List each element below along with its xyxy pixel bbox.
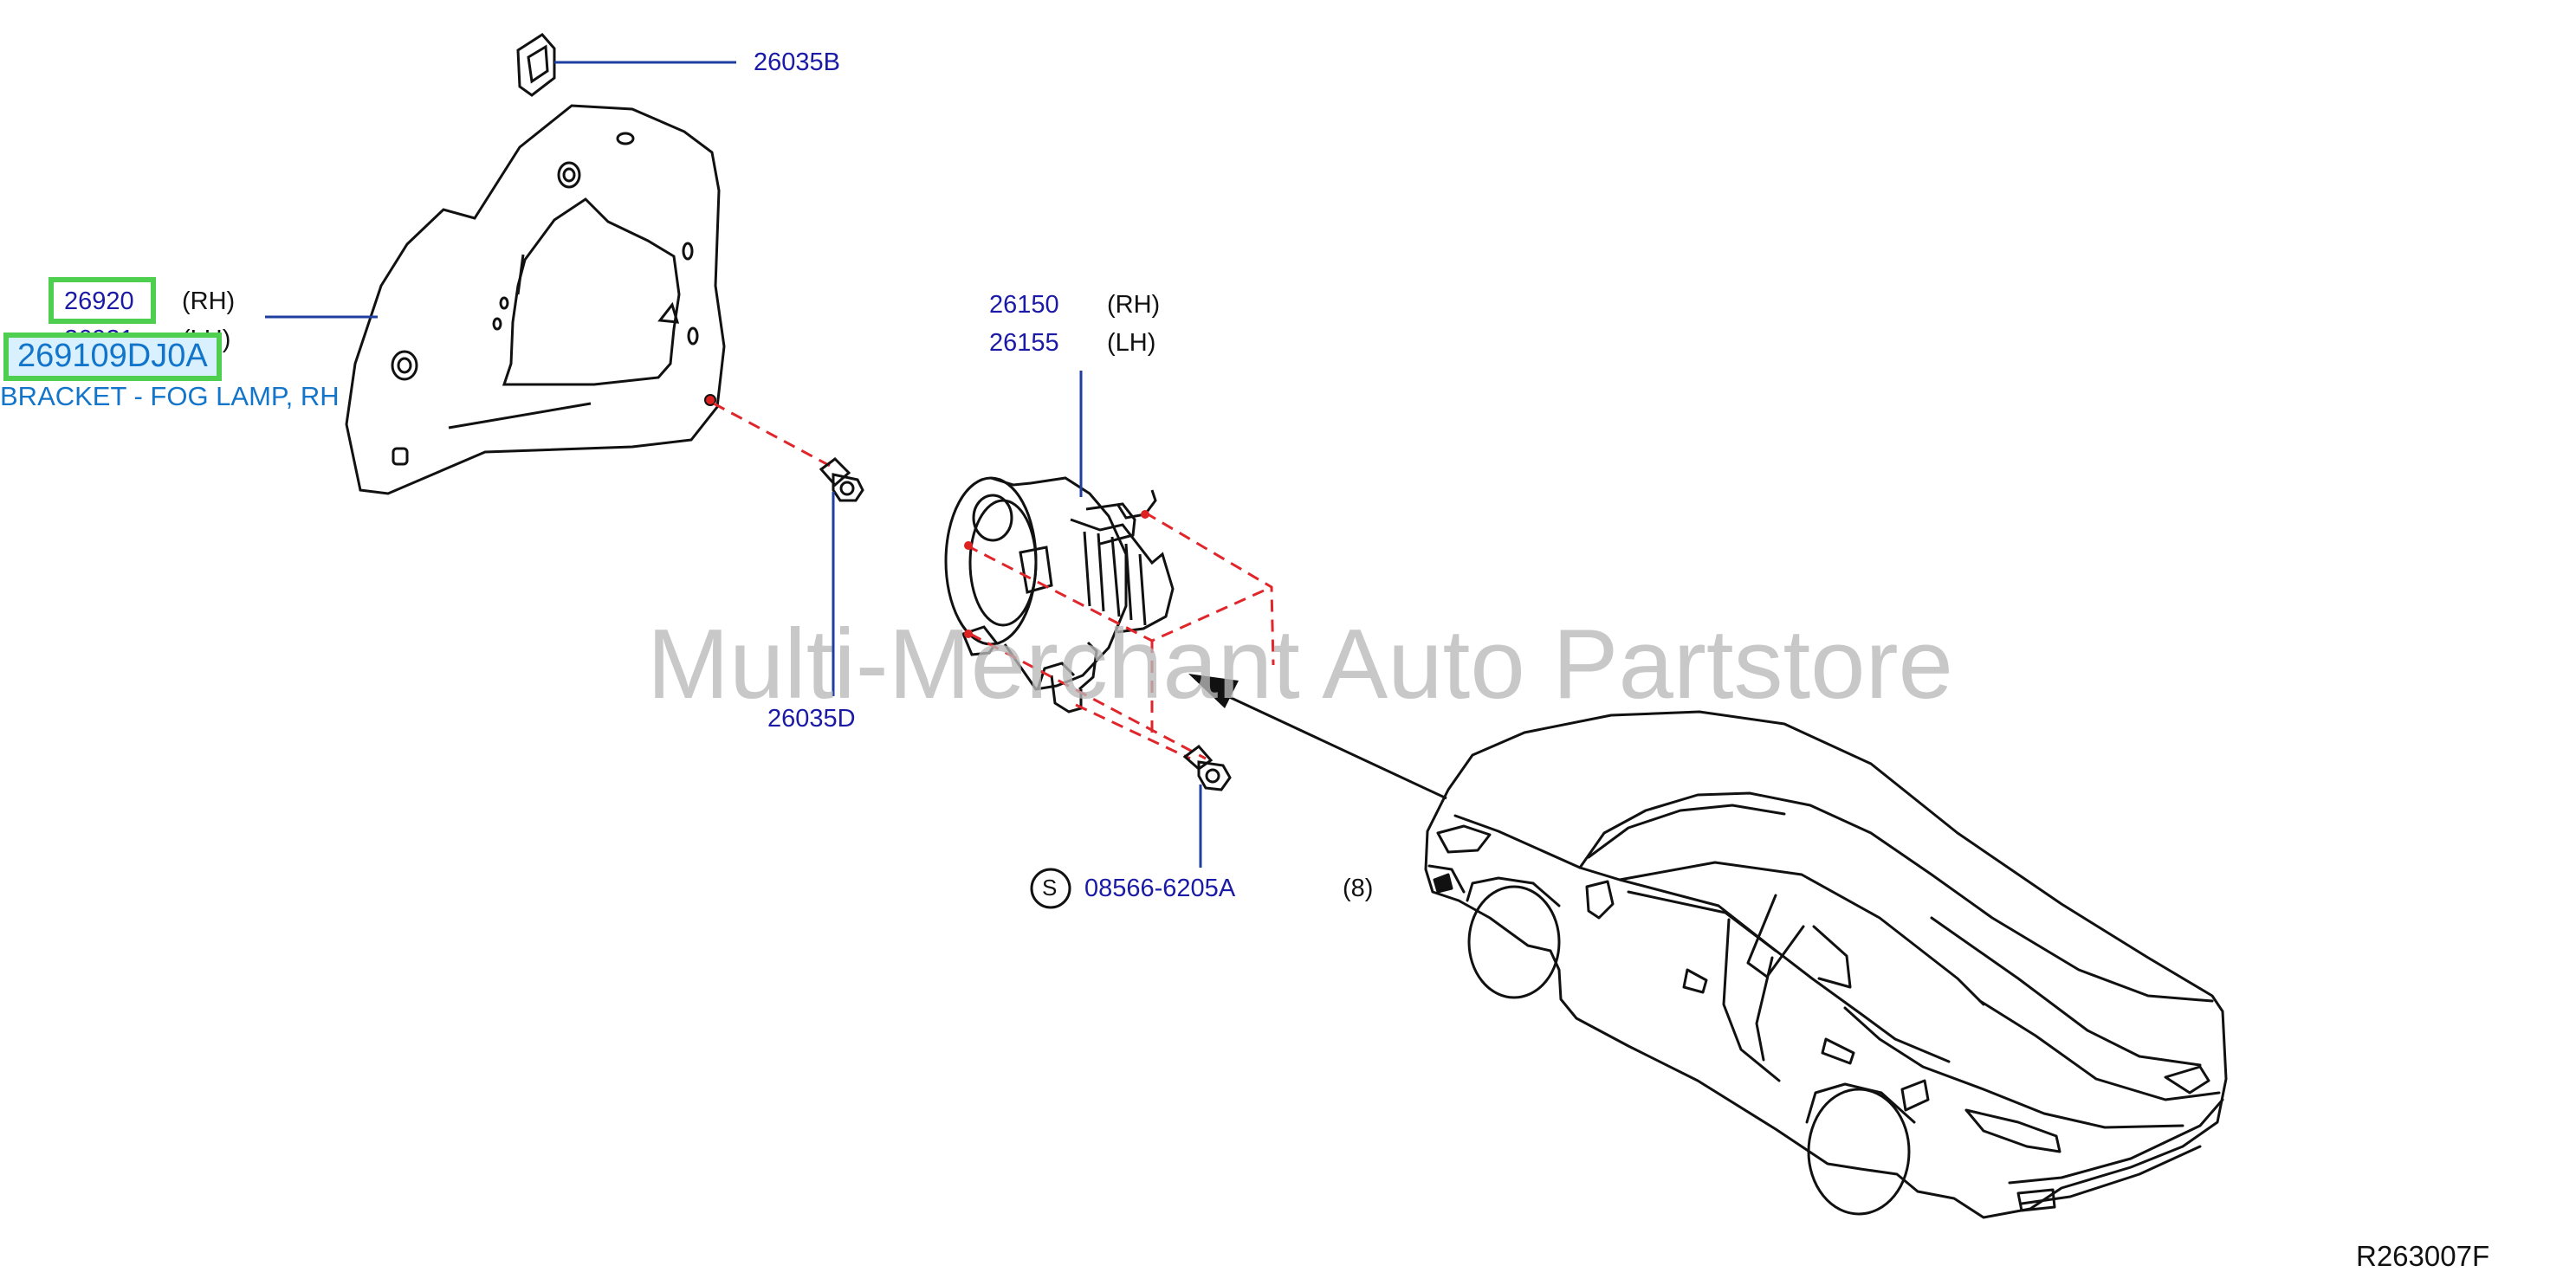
callout-26035b[interactable]: 26035B	[754, 48, 840, 76]
screw-drawing	[1182, 744, 1232, 791]
highlight-box-26920	[49, 277, 156, 324]
callout-26155[interactable]: 26155	[989, 329, 1059, 357]
callout-26035d[interactable]: 26035D	[767, 705, 856, 733]
clip-26035d-drawing	[819, 457, 864, 502]
selected-part-description: BRACKET - FOG LAMP, RH	[0, 381, 340, 411]
callout-26150[interactable]: 26150	[989, 291, 1059, 319]
screw-service-symbol	[1030, 868, 1071, 909]
drawing-id: R263007F	[2356, 1240, 2490, 1272]
clip-26035b-drawing	[516, 33, 556, 97]
screw-quantity: (8)	[1343, 875, 1374, 902]
fog-lamp-assembly-drawing	[944, 476, 1175, 714]
vehicle-drawing	[1424, 710, 2228, 1219]
lamp-mount-hole-1	[964, 541, 973, 550]
callout-26155-side: (LH)	[1107, 329, 1156, 357]
guide-bracket-to-clip	[713, 402, 834, 469]
location-arrow	[1188, 674, 1447, 800]
lamp-mount-hole-3	[1141, 510, 1149, 519]
callout-26150-side: (RH)	[1107, 291, 1161, 319]
mount-guide-box	[966, 511, 1275, 760]
callout-26920-side: (RH)	[182, 287, 236, 315]
watermark-text: Multi-Merchant Auto Partstore	[647, 610, 1953, 720]
selected-part-number-tag[interactable]: 269109DJ0A	[3, 333, 222, 381]
callout-08566-6205a[interactable]: 08566-6205A	[1084, 875, 1236, 902]
callout-26920[interactable]: 26920	[64, 287, 134, 315]
bracket-mount-hole	[704, 394, 716, 406]
lamp-mount-hole-2	[964, 630, 973, 638]
fog-lamp-bracket-drawing	[345, 104, 726, 495]
screw-symbol-letter: S	[1042, 875, 1058, 901]
